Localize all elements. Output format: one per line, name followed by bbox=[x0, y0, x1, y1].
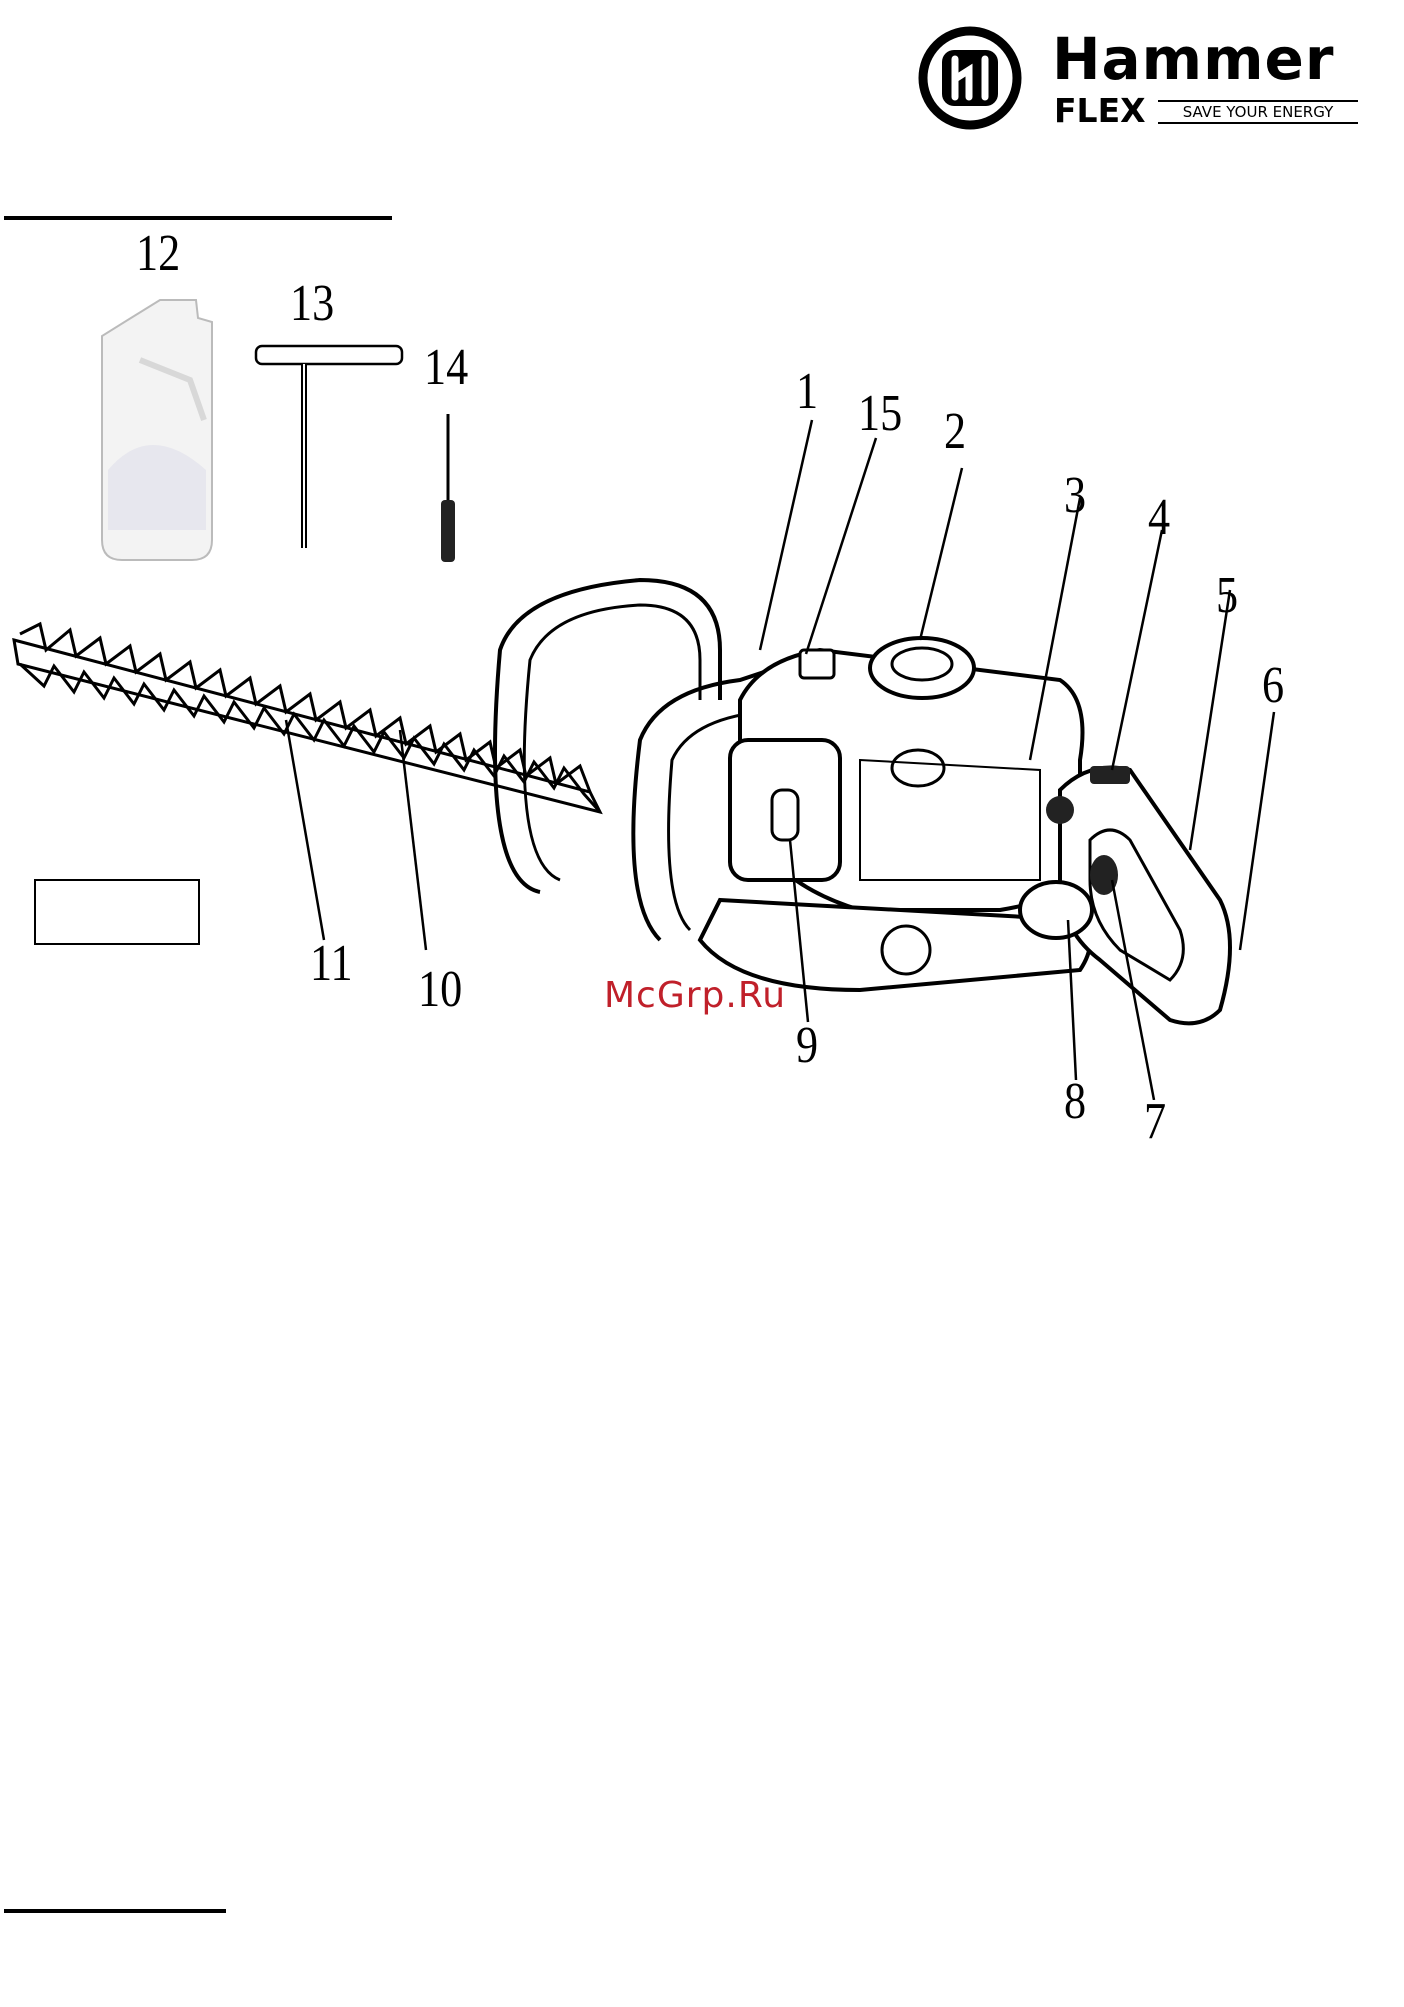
callout-15: 15 bbox=[858, 386, 902, 442]
section-rule-bottom bbox=[4, 1909, 226, 1913]
callout-6: 6 bbox=[1262, 658, 1284, 714]
rear-handle-illustration bbox=[1020, 766, 1230, 1023]
callout-7: 7 bbox=[1144, 1094, 1166, 1150]
callout-2: 2 bbox=[944, 404, 966, 460]
callout-12: 12 bbox=[136, 226, 180, 282]
screwdriver-illustration bbox=[441, 414, 455, 562]
callout-11: 11 bbox=[310, 936, 353, 992]
oil-bottle-illustration bbox=[102, 300, 212, 560]
callout-13: 13 bbox=[290, 276, 334, 332]
hedge-trimmer-diagram bbox=[0, 0, 1404, 1100]
empty-label-box bbox=[34, 879, 200, 945]
cutting-blade-illustration bbox=[14, 624, 600, 812]
callout-5: 5 bbox=[1216, 568, 1238, 624]
t-wrench-illustration bbox=[256, 346, 402, 548]
watermark-text: McGrp.Ru bbox=[604, 975, 786, 1016]
engine-illustration bbox=[700, 638, 1090, 990]
callout-8: 8 bbox=[1064, 1074, 1086, 1130]
callout-10: 10 bbox=[418, 962, 462, 1018]
callout-1: 1 bbox=[796, 364, 818, 420]
callout-4: 4 bbox=[1148, 490, 1170, 546]
callout-9: 9 bbox=[796, 1018, 818, 1074]
callout-3: 3 bbox=[1064, 468, 1086, 524]
callout-14: 14 bbox=[424, 340, 468, 396]
